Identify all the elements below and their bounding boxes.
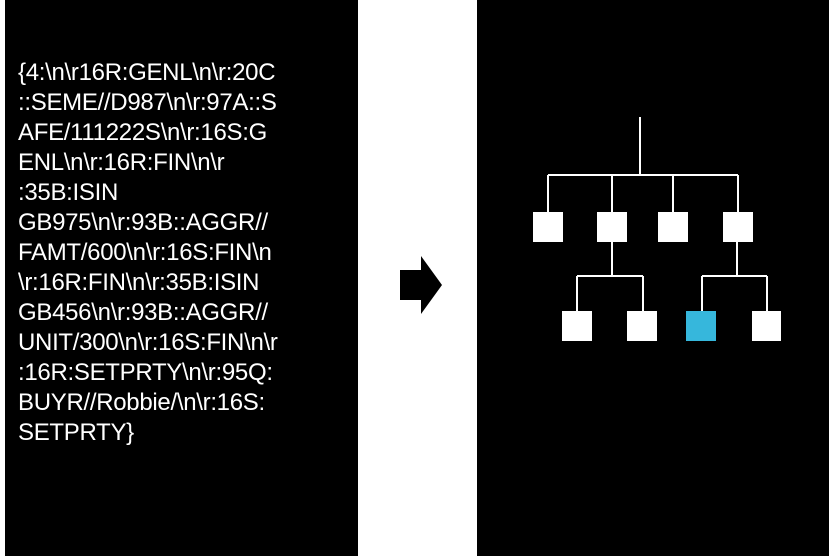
- level2-node-1: [562, 311, 592, 341]
- message-line: AFE/111222S\n\r:16S:G: [18, 119, 267, 146]
- message-line: ::SEME//D987\n\r:97A::S: [18, 89, 277, 116]
- message-line: FAMT/600\n\r:16S:FIN\n: [18, 239, 272, 266]
- level1-node-4: [723, 212, 753, 242]
- message-line: \r:16R:FIN\n\r:35B:ISIN: [18, 269, 260, 296]
- message-line: UNIT/300\n\r:16S:FIN\n\r: [18, 329, 278, 356]
- level2-node-4: [752, 311, 781, 341]
- message-line: GB975\n\r:93B::AGGR//: [18, 209, 268, 236]
- tree-panel: [477, 0, 829, 556]
- level1-node-1: [533, 212, 563, 242]
- level1-node-3: [658, 212, 688, 242]
- message-line: {4:\n\r16R:GENL\n\r:20C: [18, 59, 276, 86]
- message-line: ENL\n\r:16R:FIN\n\r: [18, 149, 225, 176]
- tree-connectors: [547, 117, 768, 311]
- level1-node-2: [597, 212, 627, 242]
- level2-node-2: [627, 311, 657, 341]
- message-line: BUYR//Robbie/\n\r:16S:: [18, 389, 265, 416]
- raw-message-panel: {4:\n\r16R:GENL\n\r:20C::SEME//D987\n\r:…: [5, 0, 358, 556]
- tree-diagram: [533, 117, 781, 341]
- message-line: :35B:ISIN: [18, 179, 119, 206]
- message-line: GB456\n\r:93B::AGGR//: [18, 299, 268, 326]
- raw-message-text: {4:\n\r16R:GENL\n\r:20C::SEME//D987\n\r:…: [18, 58, 278, 448]
- right-arrow-icon: [400, 256, 442, 314]
- level2-node-3: [686, 311, 716, 341]
- message-line: SETPRTY}: [18, 419, 134, 446]
- message-line: :16R:SETPRTY\n\r:95Q:: [18, 359, 273, 386]
